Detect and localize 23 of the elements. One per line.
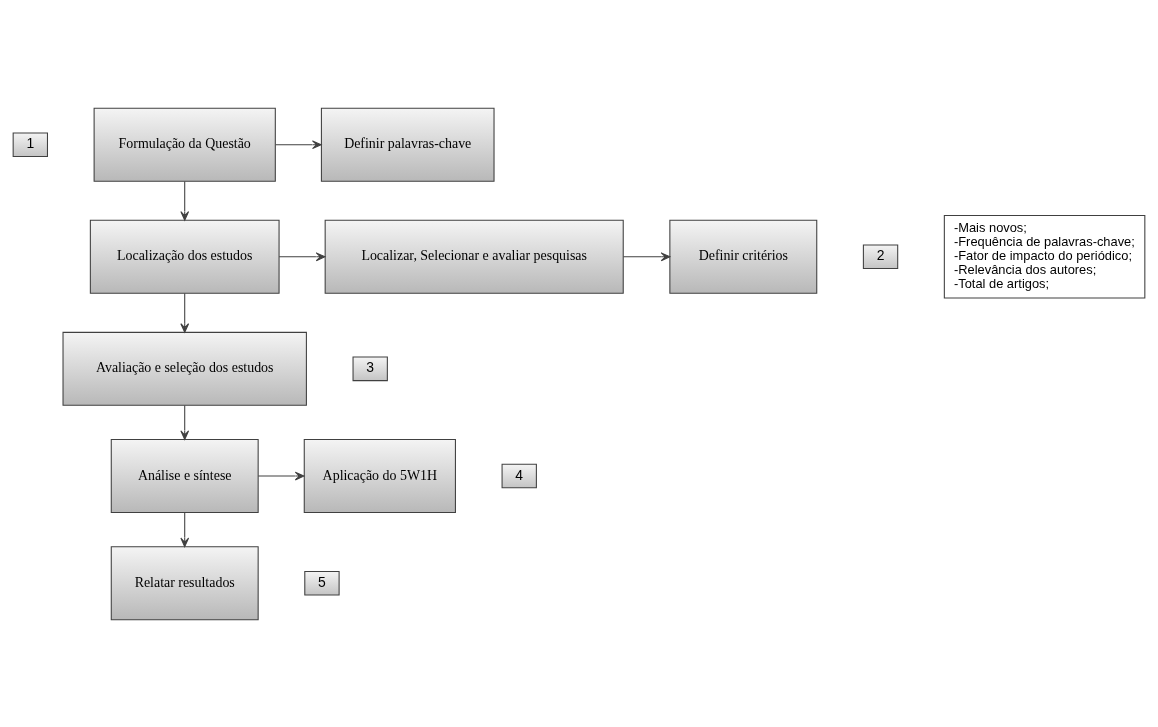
arrow (180, 404, 190, 440)
arrow (257, 471, 305, 480)
node-box: Avaliação e seleção dos estudos (62, 331, 307, 406)
arrow (180, 292, 190, 333)
node-box: Localização dos estudos (89, 219, 280, 294)
node-box: Relatar resultados (110, 545, 259, 620)
node-box: 4 (501, 463, 537, 488)
node-box: Formulação da Questão (93, 107, 276, 182)
node-box: 5 (304, 570, 340, 596)
arrow (180, 511, 190, 547)
arrow (180, 180, 190, 221)
node-box: Análise e síntese (110, 438, 259, 513)
node-box: Localizar, Selecionar e avaliar pesquisas (324, 219, 624, 294)
node-box: Definir palavras-chave (320, 107, 495, 182)
node-box: 1 (12, 131, 48, 157)
arrow (275, 139, 322, 149)
node-box: -Mais novos; -Frequência de palavras-chave; -Fator de impacto do periódico; -Relevância dos autores; -Total de artigos; (943, 214, 1146, 299)
arrow (622, 251, 671, 261)
node-box: Definir critérios (669, 219, 818, 294)
node-box: 3 (352, 356, 388, 381)
node-box: Aplicação do 5W1H (303, 438, 456, 513)
arrow (278, 251, 326, 261)
node-box: 2 (862, 243, 899, 269)
